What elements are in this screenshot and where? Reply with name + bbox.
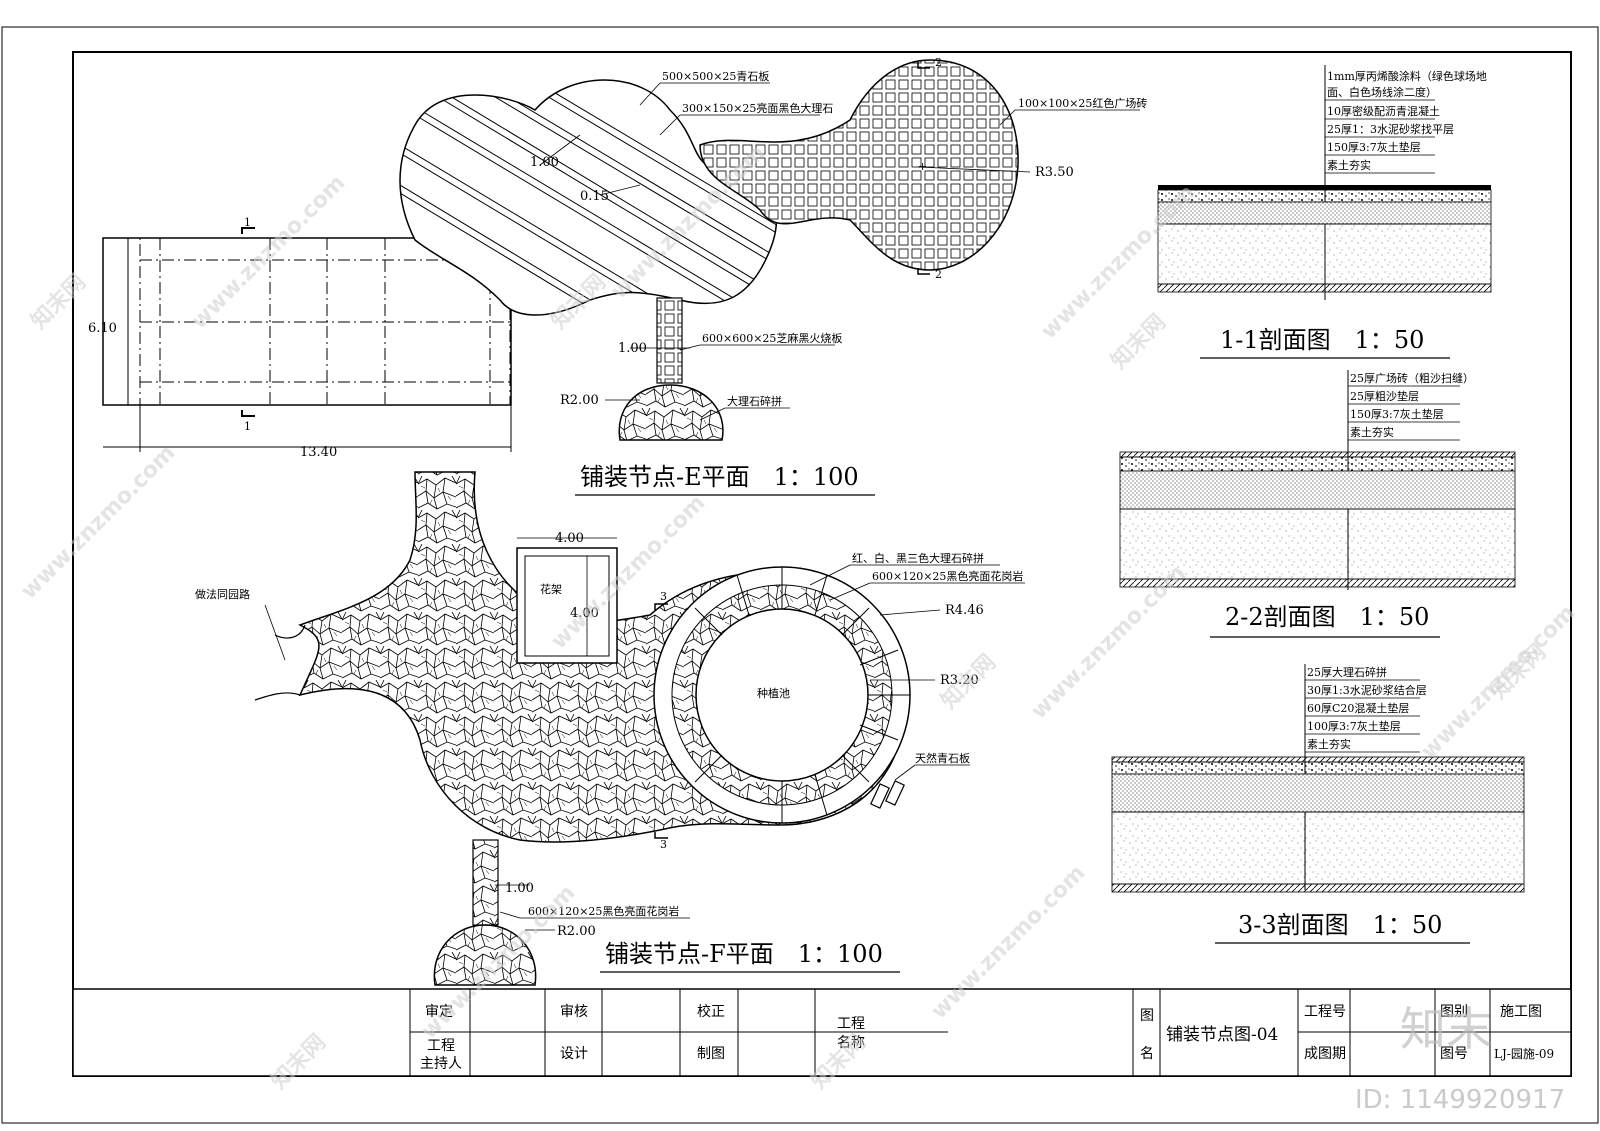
dim-100-e: 1.00	[530, 155, 559, 170]
watermark-logo: 知末	[1400, 1002, 1492, 1056]
dim-r350: R3.50	[1035, 165, 1074, 180]
label-granite-path: 600×120×25黑色亮面花岗岩	[528, 904, 679, 918]
watermark-id: ID: 1149920917	[1355, 1085, 1565, 1115]
section-mark-3-bottom: 3	[660, 838, 667, 851]
label-red-brick: 100×100×25红色广场砖	[1018, 96, 1147, 110]
red-brick-plaza	[699, 59, 1019, 271]
label-granite: 600×600×25芝麻黑火烧板	[702, 331, 842, 345]
tb-shending: 审定	[425, 1004, 453, 1020]
section-3-layer-4: 100厚3:7灰土垫层	[1307, 719, 1401, 733]
section-1-layer-2: 面、白色场线涂二度）	[1327, 85, 1437, 99]
tb-zhitu: 制图	[697, 1046, 725, 1062]
section-3-3: 25厚大理石碎拼 30厚1:3水泥砂浆结合层 60厚C20混凝土垫层 100厚3…	[1111, 664, 1525, 944]
tb-drawing-name: 铺装节点图-04	[1166, 1025, 1278, 1045]
court-outline	[102, 237, 512, 406]
lower-semicircle	[433, 924, 537, 986]
dim-r200-f: R2.00	[557, 924, 596, 939]
tb-tuming-1: 图	[1140, 1008, 1154, 1024]
plan-e: 13.40 6.10 1 1 + R3.50	[88, 56, 1147, 496]
section-1-layer-1: 1mm厚丙烯酸涂料（绿色球场地	[1327, 69, 1487, 83]
section-mark-3-top: 3	[660, 590, 667, 603]
outer-border	[1, 26, 1599, 1124]
plan-e-title: 铺装节点-E平面 1：100	[580, 463, 859, 491]
section-3-title: 3-3剖面图 1：50	[1238, 911, 1442, 939]
dim-015-e: 0.15	[580, 189, 609, 204]
tb-tuming-2: 名	[1140, 1046, 1154, 1062]
title-block: 审定 审核 校正 工程 主持人 设计 制图 工程 名称 图 名 铺装节点图-04…	[72, 988, 1572, 1077]
tb-project-no: 工程号	[1304, 1004, 1346, 1020]
plan-f: 花架 4.00 4.00 种植池 R4.46 R3.20	[195, 471, 1025, 986]
svg-text:+: +	[918, 160, 927, 173]
marble-plaza	[399, 79, 777, 316]
dim-w400: 4.00	[555, 531, 584, 546]
tb-chengtuqi: 成图期	[1304, 1046, 1346, 1062]
tb-shenhe: 审核	[560, 1004, 588, 1020]
section-1-layer-5: 150厚3:7灰土垫层	[1327, 140, 1421, 154]
dim-length: 13.40	[300, 445, 337, 460]
label-bluestone: 500×500×25青石板	[662, 69, 769, 83]
label-crazy-paving: 大理石碎拼	[727, 394, 782, 408]
section-1-layer-4: 25厚1：3水泥砂浆找平层	[1327, 122, 1454, 136]
label-natural-bluestone: 天然青石板	[915, 751, 970, 765]
section-3-layer-5: 素土夯实	[1307, 737, 1351, 751]
dim-r200-e: R2.00	[560, 393, 599, 408]
section-1-layer-6: 素土夯实	[1327, 158, 1371, 172]
label-same-as-path: 做法同园路	[195, 587, 250, 601]
bluestone-1	[870, 783, 890, 809]
section-mark-1-bottom: 1	[244, 420, 251, 433]
section-1-layer-3: 10厚密级配沥青混凝土	[1327, 104, 1440, 118]
label-marble: 300×150×25亮面黑色大理石	[682, 101, 833, 115]
section-3-layer-3: 60厚C20混凝土垫层	[1307, 701, 1409, 715]
tb-tuhao: 图号	[1440, 1046, 1468, 1062]
section-2-layer-4: 素土夯实	[1350, 425, 1394, 439]
section-2-title: 2-2剖面图 1：50	[1225, 603, 1429, 631]
watermark-site-4: www.znzmo.com	[17, 440, 181, 604]
section-mark-2-bottom: 2	[935, 268, 942, 281]
tb-jiaozheng: 校正	[697, 1003, 725, 1020]
tb-project-2: 名称	[837, 1035, 865, 1051]
section-3-layer-2: 30厚1:3水泥砂浆结合层	[1307, 683, 1427, 697]
section-1-title: 1-1剖面图 1：50	[1220, 326, 1424, 354]
watermark-brand-3: 知末网	[1106, 309, 1171, 374]
label-tricolor: 红、白、黑三色大理石碎拼	[852, 551, 984, 565]
dim-h400: 4.00	[570, 606, 599, 621]
tb-host-1: 工程	[427, 1038, 455, 1054]
section-2-layer-3: 150厚3:7灰土垫层	[1350, 407, 1444, 421]
section-mark-1-top: 1	[244, 216, 251, 229]
section-3-layer-1: 25厚大理石碎拼	[1307, 665, 1387, 679]
watermark-site-6: www.znzmo.com	[1027, 560, 1191, 724]
tb-host-2: 主持人	[420, 1056, 462, 1072]
section-2-layer-2: 25厚粗沙垫层	[1350, 389, 1419, 403]
flower-frame-inner	[524, 555, 610, 657]
section-1-1: 1mm厚丙烯酸涂料（绿色球场地 面、白色场线涂二度） 10厚密级配沥青混凝土 2…	[1157, 65, 1492, 359]
crazy-paving-semicircle	[618, 384, 724, 441]
tb-sheji: 设计	[560, 1046, 588, 1062]
granite-path	[656, 297, 683, 384]
bluestone-2	[885, 780, 905, 806]
label-planter: 种植池	[757, 686, 790, 700]
watermark-site-1: www.znzmo.com	[187, 170, 351, 334]
plan-f-title: 铺装节点-F平面 1：100	[605, 940, 883, 968]
label-granite-band: 600×120×25黑色亮面花岗岩	[872, 569, 1023, 583]
dim-width: 6.10	[88, 321, 117, 336]
tb-tubie-value: 施工图	[1500, 1004, 1542, 1020]
dim-path-e: 1.00	[618, 341, 647, 356]
tb-tubie: 图别	[1440, 1004, 1468, 1020]
dim-r320: R3.20	[940, 673, 979, 688]
section-mark-2-top: 2	[935, 56, 942, 69]
tb-project-1: 工程	[837, 1016, 865, 1032]
tb-tuhao-value: LJ-园施-09	[1494, 1047, 1554, 1061]
label-flower-frame: 花架	[540, 583, 562, 596]
section-2-2: 25厚广场砖（粗沙扫缝） 25厚粗沙垫层 150厚3:7灰土垫层 素土夯实 2-…	[1119, 370, 1516, 638]
section-2-layer-1: 25厚广场砖（粗沙扫缝）	[1350, 371, 1474, 385]
watermark-brand-1: 知末网	[26, 269, 91, 334]
dim-r446: R4.46	[945, 603, 984, 618]
lower-path	[472, 839, 499, 926]
dim-path-f: 1.00	[505, 881, 534, 896]
